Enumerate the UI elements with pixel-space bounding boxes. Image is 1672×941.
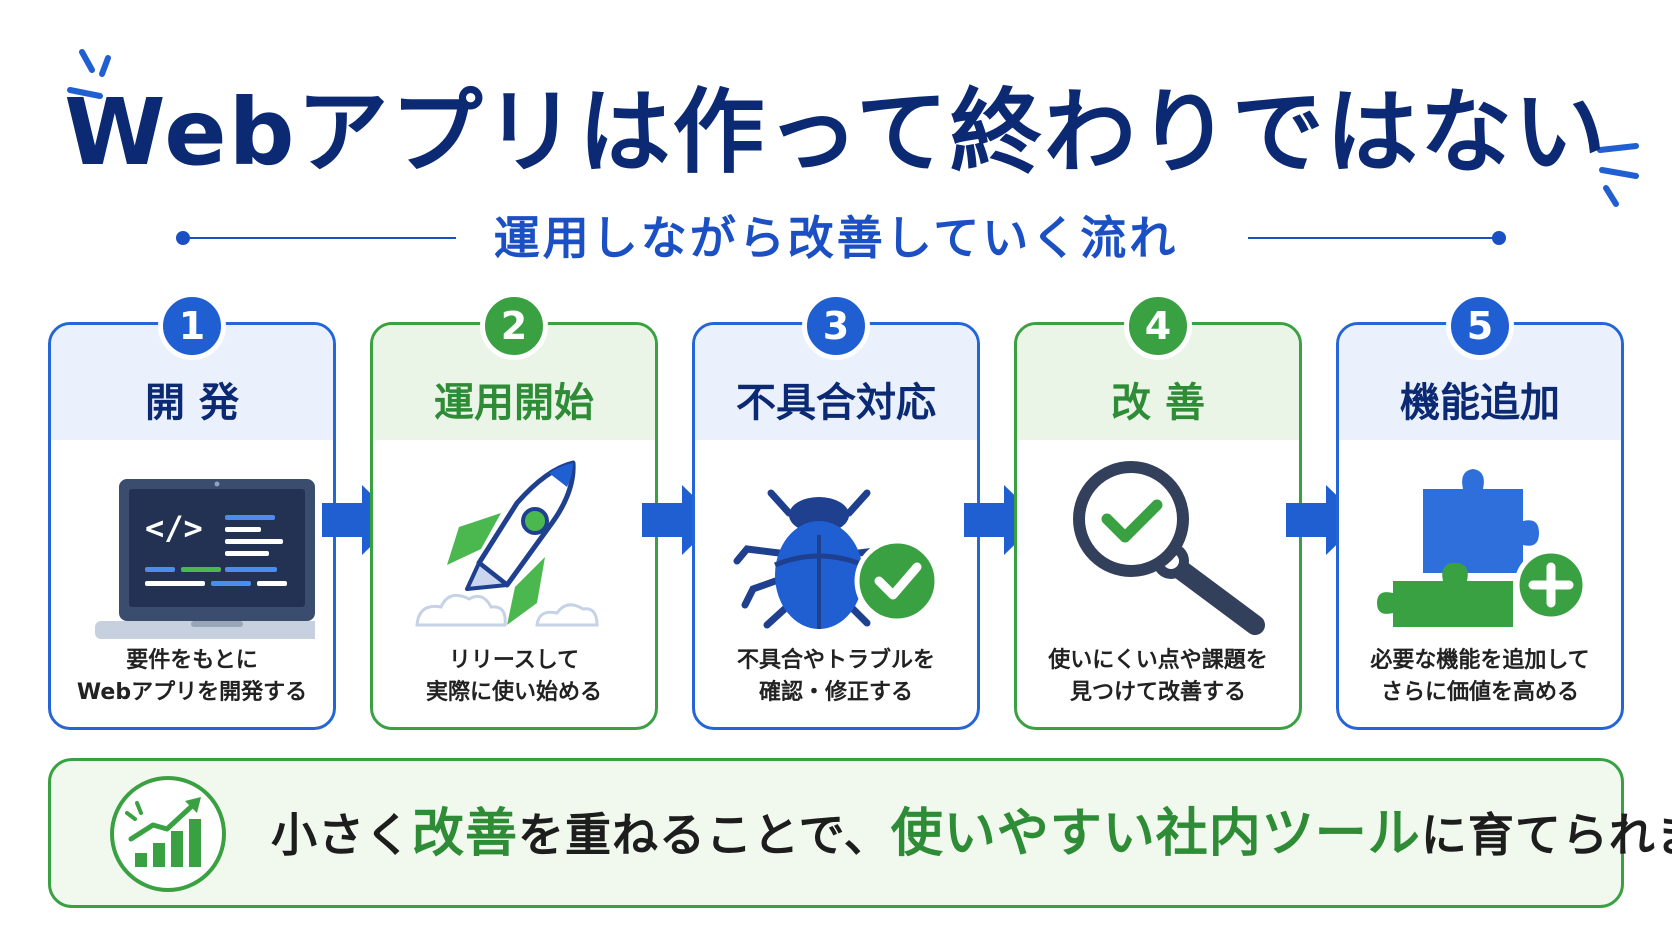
step-description: 必要な機能を追加して さらに価値を高める — [1339, 645, 1621, 709]
laptop-code-icon: </> — [95, 479, 315, 639]
step-desc-line-2: Webアプリを開発する — [76, 680, 308, 705]
summary-highlight-tool: 使いやすい社内ツール — [890, 804, 1421, 864]
spark-right-icon — [1597, 143, 1639, 207]
spark-left-icon — [67, 49, 111, 99]
magnifier-wrench-icon — [1073, 461, 1265, 635]
step-desc-line-1: 使いにくい点や課題を — [1048, 648, 1268, 673]
step-description: 要件をもとに Webアプリを開発する — [51, 645, 333, 709]
summary-part-3: を重ねることで、 — [518, 808, 891, 862]
summary-part-1: 小さく — [271, 808, 412, 862]
growth-chart-icon — [110, 776, 226, 892]
step-desc-line-2: 実際に使い始める — [425, 680, 602, 705]
summary-part-5: に育てられます — [1420, 808, 1672, 862]
step-desc-line-1: リリースして — [448, 648, 580, 673]
subtitle-line-right — [1248, 237, 1498, 239]
step-card-bug-fix: 不具合対応 不具合やトラブルを 確認・修正する — [692, 322, 980, 730]
subtitle-row: 運用しながら改善していく流れ — [0, 208, 1672, 268]
step-desc-line-2: さらに価値を高める — [1380, 680, 1579, 705]
subtitle-dot-left — [176, 231, 190, 245]
puzzle-plus-icon — [1377, 469, 1588, 627]
step-description: 不具合やトラブルを 確認・修正する — [695, 645, 977, 709]
step-desc-line-1: 要件をもとに — [126, 648, 258, 673]
svg-text:</>: </> — [145, 509, 203, 547]
step-description: リリースして 実際に使い始める — [373, 645, 655, 709]
step-card-operation-start: 運用開始 リリースして 実際に使い始める — [370, 322, 658, 730]
subtitle: 運用しながら改善していく流れ — [493, 211, 1179, 265]
step-desc-line-2: 確認・修正する — [758, 680, 913, 705]
step-title: 運用開始 — [373, 325, 655, 440]
step-desc-line-1: 必要な機能を追加して — [1370, 648, 1590, 673]
bug-check-icon — [733, 489, 940, 629]
step-desc-line-2: 見つけて改善する — [1069, 680, 1246, 705]
step-number-badge: 3 — [802, 292, 870, 360]
step-number-badge: 5 — [1446, 292, 1514, 360]
step-card-add-feature: 機能追加 必要な機能を追加して さらに価値を高める — [1336, 322, 1624, 730]
step-number-badge: 1 — [158, 292, 226, 360]
summary-banner: 小さく改善を重ねることで、使いやすい社内ツールに育てられます — [48, 758, 1672, 908]
step-number-badge: 4 — [1124, 292, 1192, 360]
subtitle-line-left — [186, 237, 456, 239]
step-card-develop: 開 発 </> 要件をもとに Webアプリを開発する — [48, 322, 336, 730]
rocket-icon — [415, 460, 599, 627]
page-title: Webアプリは作って終わりではない — [64, 79, 1608, 186]
step-card-improve: 改 善 使いにくい点や課題を 見つけて改善する — [1014, 322, 1302, 730]
step-desc-line-1: 不具合やトラブルを — [736, 648, 935, 673]
summary-highlight-improve: 改善 — [412, 804, 519, 864]
step-description: 使いにくい点や課題を 見つけて改善する — [1017, 645, 1299, 709]
step-number-badge: 2 — [480, 292, 548, 360]
subtitle-dot-right — [1492, 231, 1506, 245]
summary-text: 小さく改善を重ねることで、使いやすい社内ツールに育てられます — [271, 806, 1672, 863]
